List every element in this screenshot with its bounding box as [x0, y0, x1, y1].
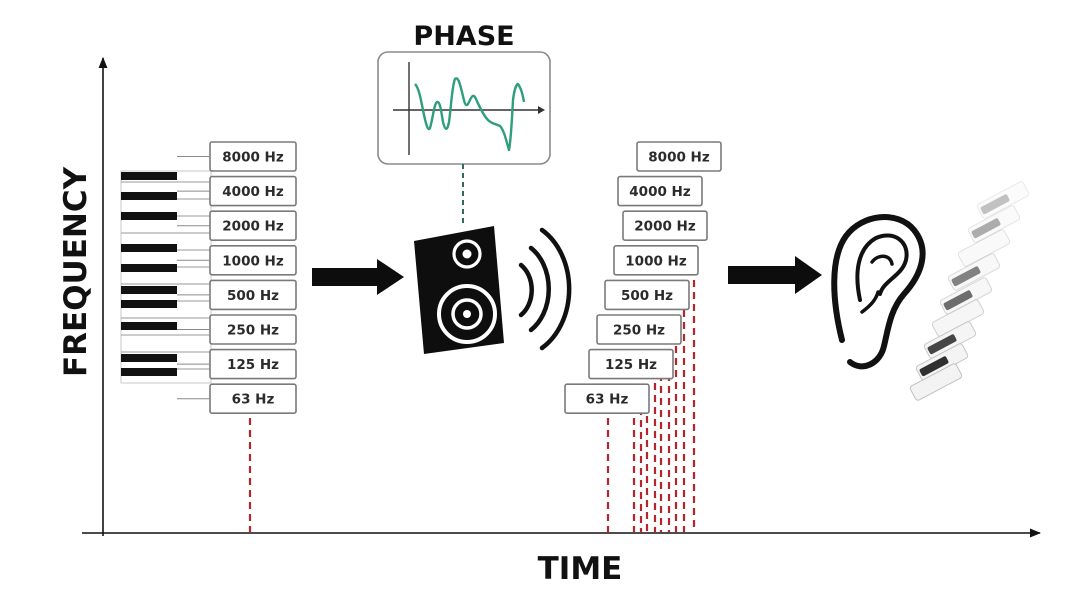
- input-band-box: 8000 Hz: [209, 141, 297, 172]
- curved-piano-white-key: [976, 181, 1030, 219]
- curved-piano-black-key: [943, 290, 973, 311]
- input-band-box: 2000 Hz: [209, 210, 297, 241]
- input-band-box: 125 Hz: [209, 348, 297, 380]
- output-band-label: 4000 Hz: [629, 184, 691, 200]
- piano-black-key: [121, 192, 177, 200]
- input-band-box: 4000 Hz: [209, 175, 297, 207]
- output-band-box: 125 Hz: [588, 348, 674, 380]
- axes: TIME FREQUENCY: [58, 56, 1042, 587]
- output-frequency-bands: 8000 Hz 4000 Hz 2000 Hz 1000 Hz 500 Hz 250 Hz…: [564, 141, 722, 415]
- right-arrow-icon: [312, 259, 404, 295]
- output-delay-lines: [606, 280, 696, 532]
- input-frequency-bands: 8000 Hz 4000 Hz 2000 Hz 1000 Hz 500 Hz 250 Hz…: [177, 141, 297, 415]
- phase-panel: PHASE: [377, 21, 551, 224]
- curved-piano-icon: [909, 181, 1030, 401]
- curved-piano-white-key: [967, 205, 1021, 243]
- phase-waveform: [414, 77, 526, 152]
- output-band-box: 500 Hz: [604, 279, 690, 311]
- input-band-box: 63 Hz: [209, 383, 297, 415]
- output-band-box: 63 Hz: [564, 383, 650, 415]
- loudspeaker-icon: [414, 226, 572, 354]
- output-band-label: 63 Hz: [586, 392, 629, 408]
- piano-black-key: [121, 322, 177, 330]
- piano-black-key: [121, 354, 177, 362]
- piano-black-key: [121, 264, 177, 272]
- output-band-box: 4000 Hz: [617, 175, 703, 207]
- output-band-label: 1000 Hz: [625, 253, 687, 269]
- output-band-label: 500 Hz: [621, 288, 673, 304]
- ear-icon: [831, 214, 926, 370]
- time-axis-label: TIME: [538, 551, 623, 587]
- input-band-label: 125 Hz: [227, 357, 279, 373]
- input-band-box: 500 Hz: [209, 279, 297, 311]
- piano-black-key: [121, 212, 177, 220]
- phase-axis-arrowhead: [538, 106, 545, 114]
- input-band-label: 1000 Hz: [222, 253, 284, 269]
- curved-piano-black-key: [951, 266, 981, 287]
- piano-black-key: [121, 286, 177, 294]
- piano-black-key: [121, 244, 177, 252]
- output-band-label: 8000 Hz: [648, 150, 710, 166]
- input-band-label: 250 Hz: [227, 323, 279, 339]
- piano-keyboard-icon: [120, 170, 212, 384]
- sound-waves-icon: [518, 227, 572, 351]
- output-band-box: 2000 Hz: [622, 210, 708, 241]
- piano-black-key: [121, 368, 177, 376]
- output-band-box: 1000 Hz: [613, 245, 699, 276]
- frequency-axis-label: FREQUENCY: [58, 166, 94, 377]
- curved-piano-black-key: [919, 356, 949, 377]
- output-band-label: 250 Hz: [613, 323, 665, 339]
- curved-piano-black-key: [971, 218, 1001, 239]
- piano-black-key: [121, 300, 177, 308]
- phase-label: PHASE: [413, 21, 514, 52]
- curved-piano-black-key: [927, 334, 957, 355]
- input-band-label: 500 Hz: [227, 288, 279, 304]
- curved-piano-white-key: [909, 363, 963, 401]
- input-band-label: 4000 Hz: [222, 184, 284, 200]
- input-band-label: 8000 Hz: [222, 150, 284, 166]
- output-band-box: 8000 Hz: [636, 141, 722, 172]
- piano-black-key: [121, 172, 177, 180]
- input-band-box: 1000 Hz: [209, 245, 297, 276]
- input-band-label: 2000 Hz: [222, 219, 284, 235]
- output-band-box: 250 Hz: [596, 314, 682, 345]
- output-band-label: 125 Hz: [605, 357, 657, 373]
- curved-piano-black-key: [980, 194, 1010, 215]
- input-band-box: 250 Hz: [209, 314, 297, 345]
- right-arrow-icon: [728, 256, 822, 294]
- output-band-label: 2000 Hz: [634, 219, 696, 235]
- input-band-label: 63 Hz: [232, 392, 275, 408]
